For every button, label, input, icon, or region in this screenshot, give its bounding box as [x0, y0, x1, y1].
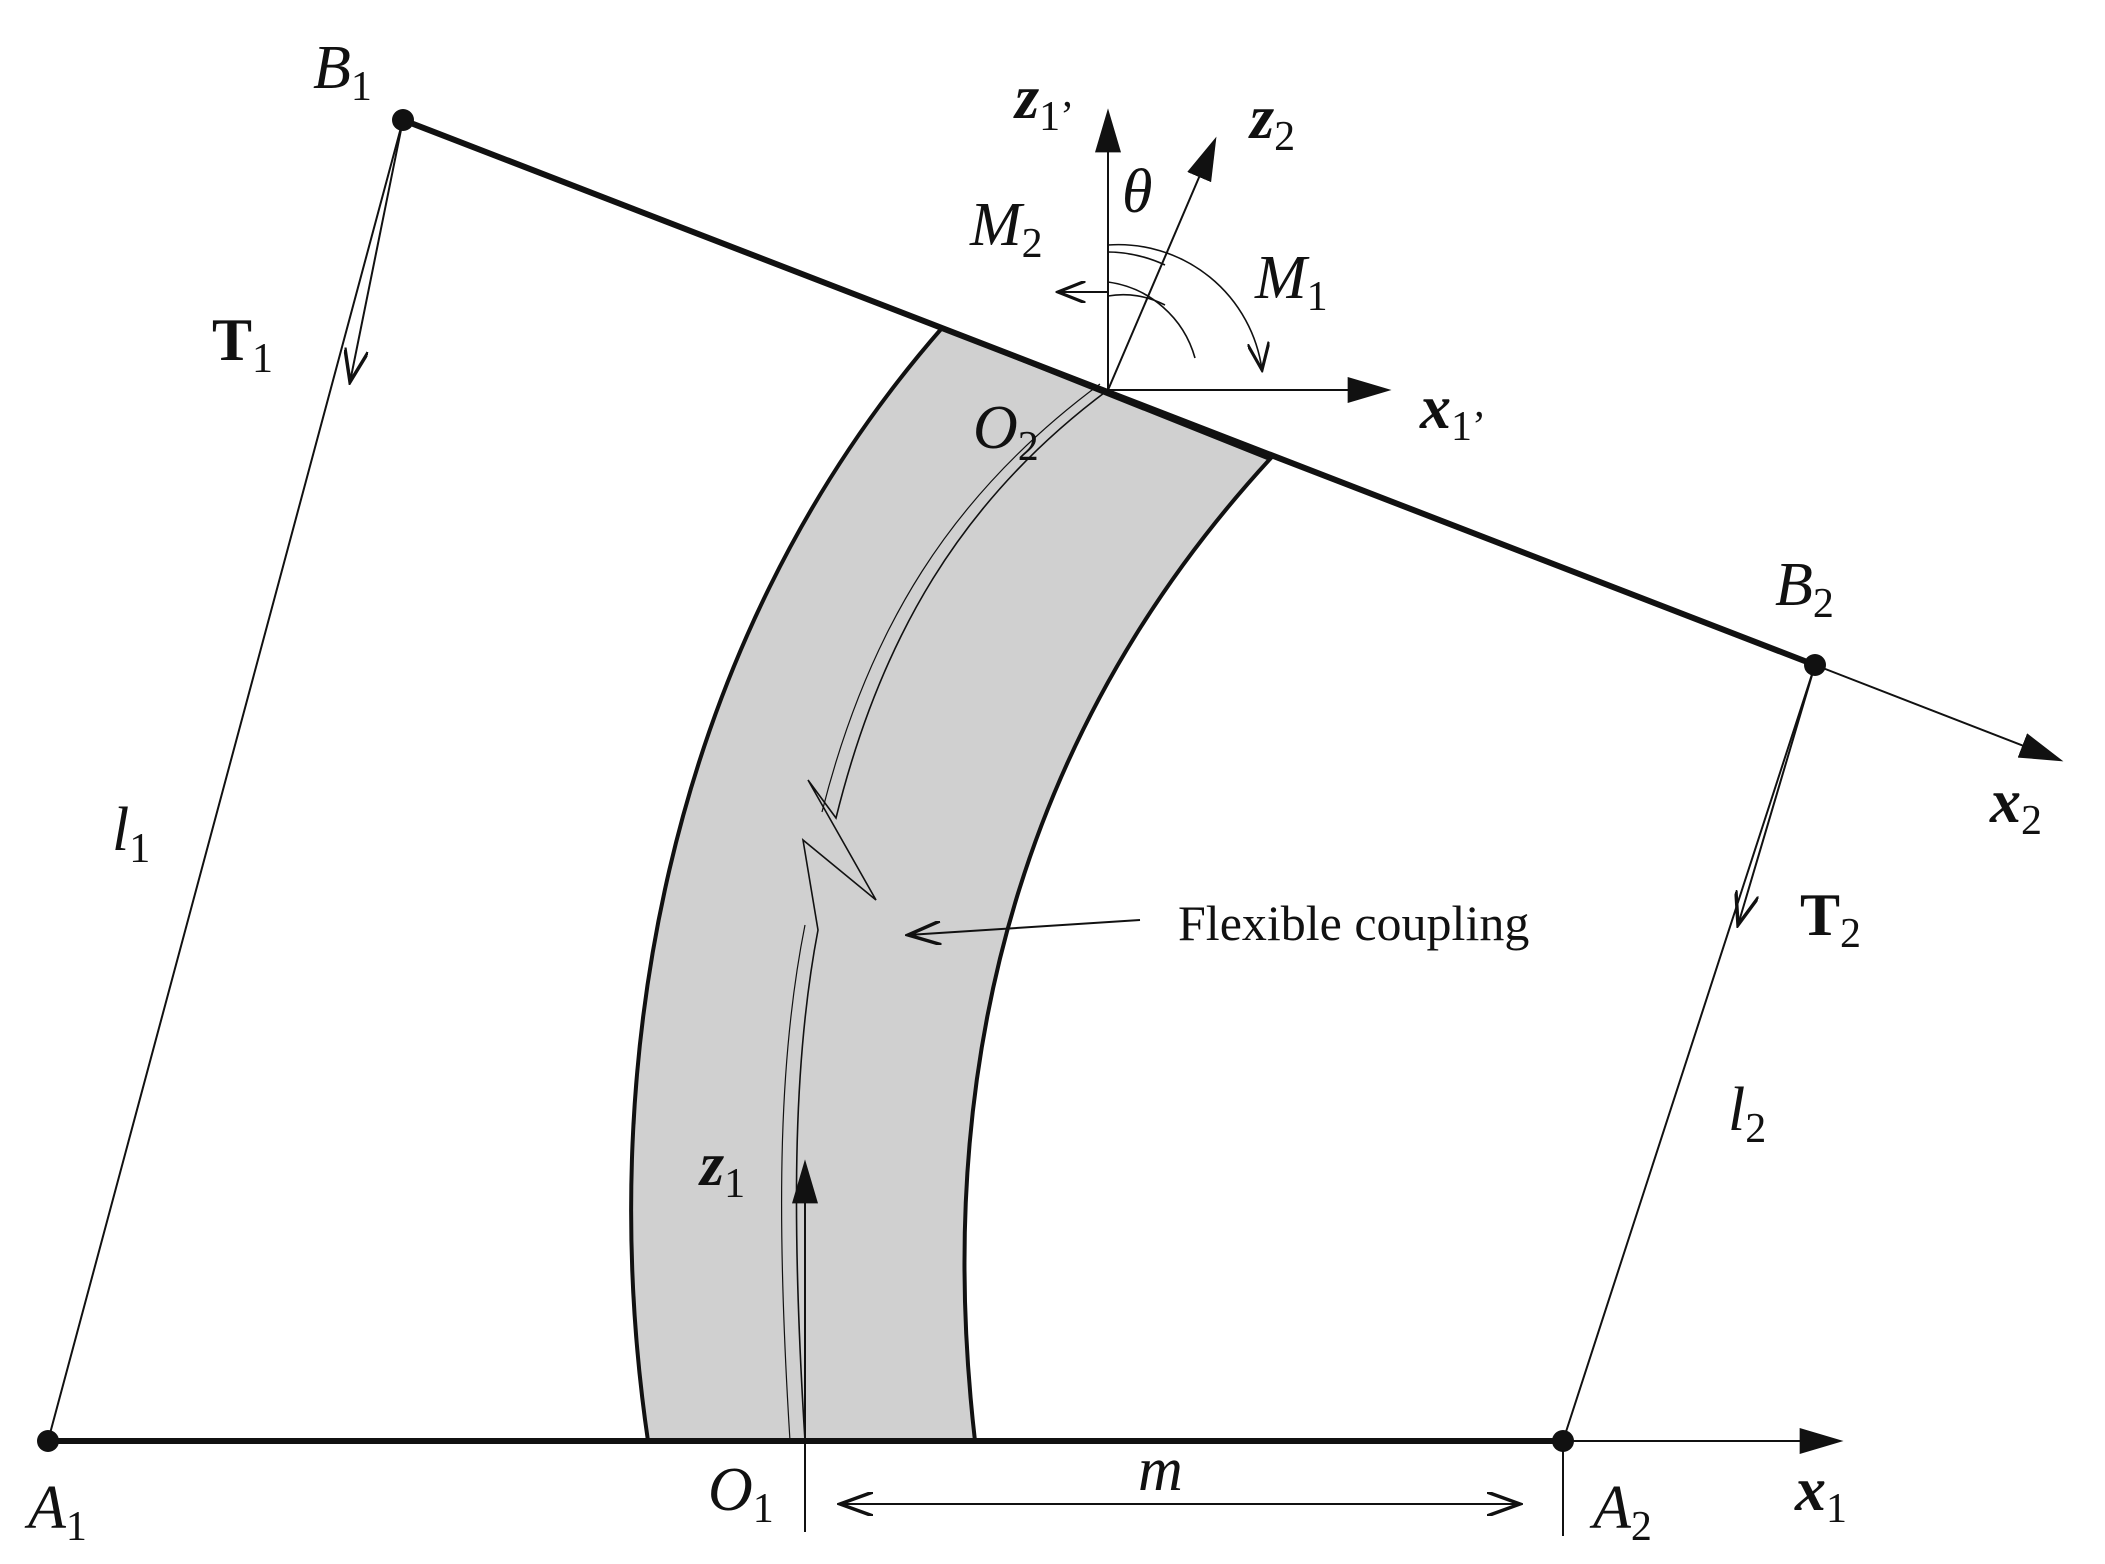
label-t2: T2 — [1800, 882, 1861, 957]
joint-a2 — [1552, 1430, 1574, 1452]
label-o1: O1 — [708, 1456, 774, 1532]
label-b1: B1 — [313, 34, 372, 110]
label-t1: T1 — [212, 307, 273, 382]
coupling-centerline-inner — [780, 924, 806, 1442]
label-x1-prime: x1’ — [1419, 374, 1486, 450]
label-m2: M2 — [969, 191, 1043, 267]
cable-l2 — [1562, 664, 1816, 1442]
label-l1: l1 — [112, 796, 150, 872]
label-a2: A2 — [1589, 1474, 1652, 1550]
flexible-coupling-leader — [908, 919, 1141, 935]
label-z2: z2 — [1248, 84, 1295, 160]
z2-axis-arrow — [1107, 136, 1217, 391]
coupling-centerline-inner-top — [821, 383, 1101, 813]
joint-b2 — [1804, 654, 1826, 676]
label-theta: θ — [1122, 158, 1152, 226]
moment-m1-arc — [1107, 243, 1262, 370]
label-x2: x2 — [1989, 768, 2042, 844]
moment-m2-arc-outer — [1107, 281, 1196, 359]
flexible-coupling-label: Flexible coupling — [1178, 895, 1529, 951]
label-z1: z1 — [698, 1131, 745, 1207]
top-link-b1-b2 — [401, 117, 1817, 668]
coupling-centerline — [795, 389, 1109, 1442]
label-m: m — [1138, 1436, 1183, 1504]
label-l2: l2 — [1728, 1076, 1766, 1152]
x2-axis-arrow — [1814, 664, 2064, 762]
label-o2: O2 — [973, 394, 1039, 470]
label-b2: B2 — [1775, 551, 1834, 627]
joint-b1 — [392, 109, 414, 131]
flexible-coupling-body — [629, 325, 1274, 1443]
cable-l1 — [47, 119, 404, 1442]
label-z1-prime: z1’ — [1013, 64, 1074, 140]
theta-arc — [1107, 251, 1166, 266]
moment-m2-arc-inner — [1107, 293, 1166, 306]
label-a1: A1 — [24, 1474, 87, 1550]
force-t2-arrow — [1738, 664, 1816, 925]
label-x1: x1 — [1794, 1456, 1847, 1532]
force-t1-arrow — [350, 119, 404, 382]
joint-a1 — [37, 1430, 59, 1452]
label-m1: M1 — [1254, 244, 1328, 320]
